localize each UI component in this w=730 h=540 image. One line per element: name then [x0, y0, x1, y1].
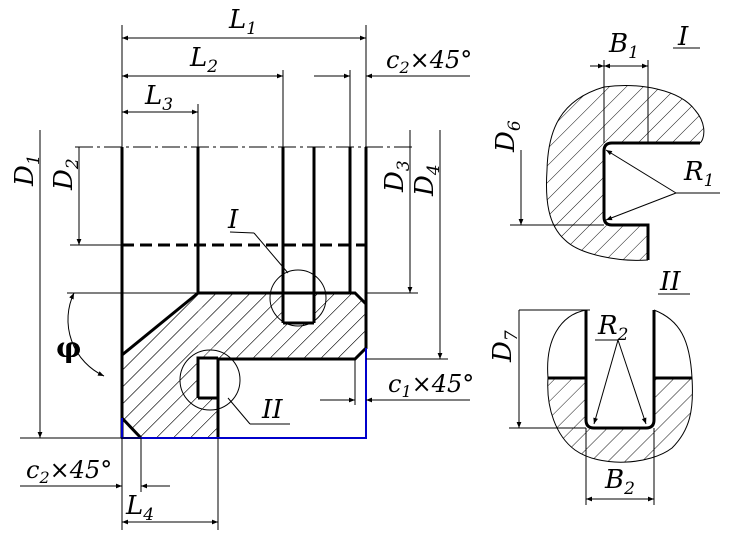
phi-arc	[67, 292, 105, 377]
label-detail-I: I	[227, 205, 239, 235]
label-D3: D3	[380, 160, 414, 193]
label-c2-bottom: c2×45°	[26, 456, 112, 487]
detail-circle-I	[269, 269, 327, 327]
detail-view-II	[509, 293, 693, 505]
r2-leader-right	[617, 339, 647, 425]
section-top-contour	[198, 291, 368, 361]
bottom-chamfer-line	[120, 416, 143, 440]
label-view-II: II	[659, 267, 681, 297]
leader-II	[227, 397, 251, 425]
detail-circle-II	[179, 349, 241, 411]
r1-leader-top	[605, 149, 677, 194]
detail-I-profile	[602, 141, 700, 260]
label-B1: B1	[608, 29, 639, 63]
chamfer-phi-line	[121, 291, 199, 357]
r1-leader-bottom	[605, 192, 677, 221]
label-D6: D6	[491, 120, 525, 153]
detail-I-break-line	[603, 85, 705, 144]
label-detail-II: II	[261, 395, 283, 425]
main-part	[75, 146, 412, 440]
label-D7: D7	[488, 330, 522, 363]
label-R2: R2	[597, 311, 628, 345]
r2-leader-left	[593, 339, 619, 425]
label-R1: R1	[683, 157, 714, 191]
label-c2-top: c2×45°	[386, 46, 472, 77]
detail-II-break-line	[547, 309, 693, 463]
blue-outline	[121, 348, 367, 439]
label-L4: L4	[125, 491, 154, 525]
leader-I	[253, 232, 289, 274]
label-B2: B2	[604, 465, 635, 499]
detail-II-profile	[584, 310, 656, 430]
label-D2: D2	[49, 158, 83, 191]
detail-view-I	[510, 47, 720, 261]
label-c1: c1×45°	[388, 370, 474, 401]
label-L2: L2	[189, 43, 218, 77]
label-D4: D4	[410, 164, 444, 197]
label-D1: D1	[10, 154, 44, 187]
label-phi: φ	[56, 331, 81, 364]
label-L3: L3	[144, 81, 173, 115]
groove-contour	[196, 356, 218, 398]
label-L1: L1	[228, 5, 257, 39]
label-view-I: I	[677, 22, 689, 52]
